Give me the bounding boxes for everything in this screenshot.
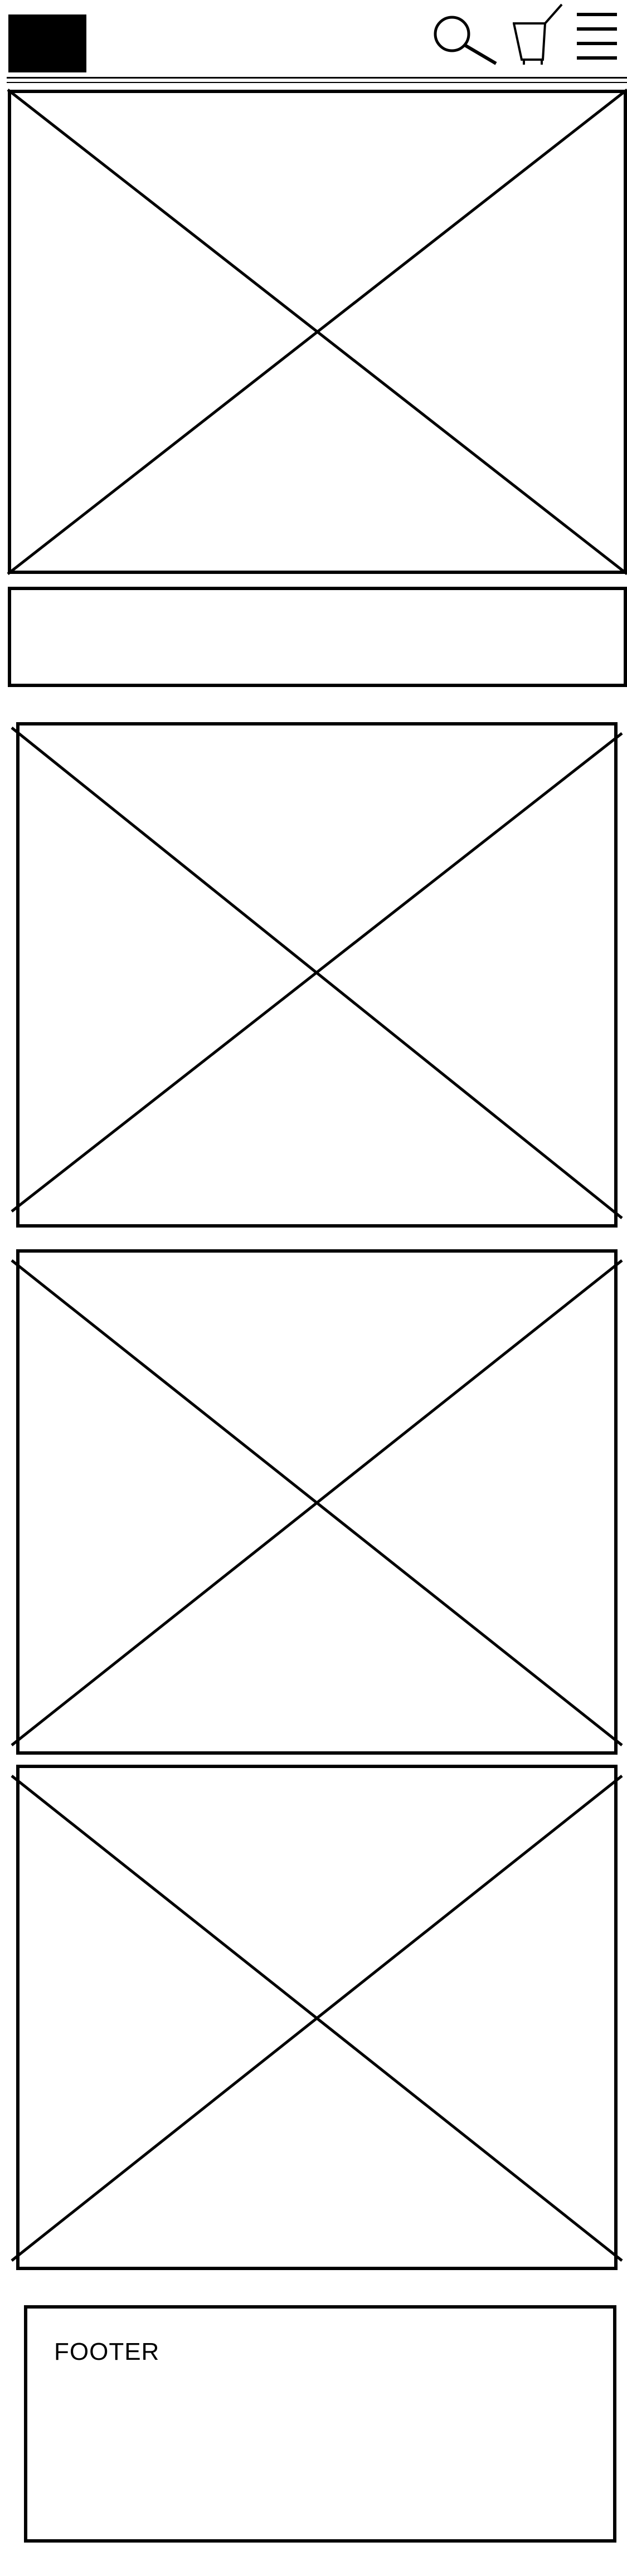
- card-image-placeholder: [11, 1249, 623, 1755]
- hamburger-menu-icon[interactable]: [575, 8, 619, 66]
- cart-icon[interactable]: [512, 1, 568, 66]
- text-block-placeholder: [8, 587, 627, 687]
- logo[interactable]: [8, 14, 86, 72]
- header-divider: [7, 77, 627, 79]
- card-image-placeholder: [11, 722, 623, 1228]
- footer-label: FOOTER: [54, 2338, 160, 2365]
- hero-image-placeholder: [7, 89, 627, 575]
- search-icon[interactable]: [432, 13, 500, 67]
- header-divider-secondary: [7, 82, 627, 83]
- card-image-placeholder: [11, 1765, 623, 2270]
- footer: FOOTER: [24, 2305, 616, 2543]
